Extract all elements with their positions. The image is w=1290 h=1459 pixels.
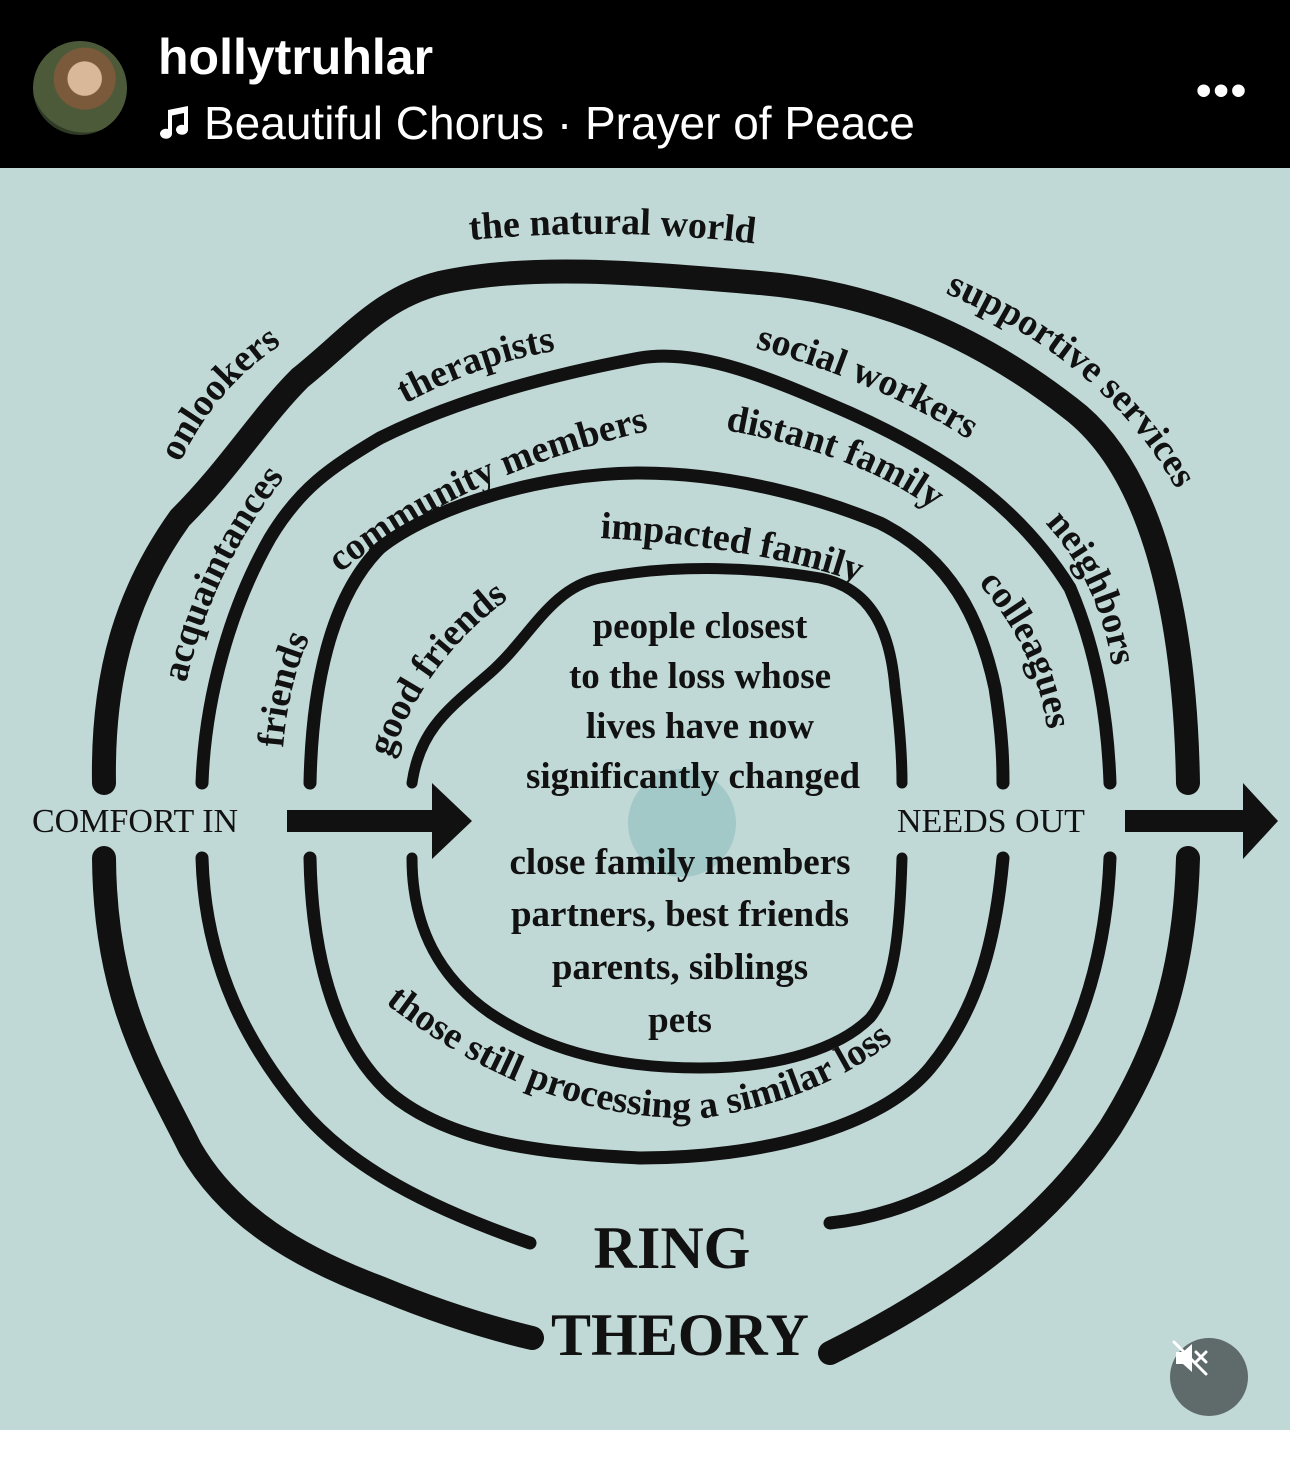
speaker-muted-icon — [1172, 1340, 1208, 1376]
center-text-top: people closest to the loss whose lives h… — [526, 606, 860, 797]
arrows — [287, 783, 1278, 859]
label-needs-out: NEEDS OUT — [897, 803, 1085, 840]
svg-text:partners, best friends: partners, best friends — [511, 894, 849, 935]
label-similar-loss: those still processing a similar loss — [380, 977, 899, 1128]
more-options-icon[interactable]: ••• — [1196, 66, 1249, 115]
ring-inner — [406, 563, 908, 789]
post-header: hollytruhlar Beautiful Chorus · Prayer o… — [0, 0, 1290, 168]
bottom-bar — [0, 1430, 1290, 1459]
username[interactable]: hollytruhlar — [158, 29, 434, 85]
ring-theory-diagram: the natural world onlookers supportive s… — [32, 201, 1278, 1368]
ring-two — [303, 466, 1010, 790]
center-text-bottom: close family members partners, best frie… — [509, 842, 850, 1041]
ring-outer-lower — [92, 846, 544, 1350]
title-ring: RING — [594, 1215, 751, 1281]
svg-text:lives have now: lives have now — [586, 706, 814, 747]
audio-track[interactable]: Beautiful Chorus · Prayer of Peace — [158, 96, 915, 150]
label-onlookers: onlookers — [150, 317, 286, 467]
label-comfort-in: COMFORT IN — [32, 803, 238, 840]
svg-text:to the loss whose: to the loss whose — [569, 656, 831, 697]
avatar[interactable] — [33, 41, 127, 135]
svg-text:parents, siblings: parents, siblings — [552, 947, 808, 988]
svg-text:people closest: people closest — [593, 606, 808, 647]
comfort-in-arrow-head — [432, 783, 472, 859]
needs-out-arrow-head — [1243, 783, 1278, 859]
tap-indicator — [628, 769, 736, 877]
label-natural-world: the natural world — [467, 201, 758, 253]
label-community-members: community members — [320, 399, 651, 580]
label-supportive-services: supportive services — [941, 263, 1205, 494]
svg-text:pets: pets — [648, 1000, 712, 1041]
ring-outer — [91, 259, 1200, 795]
title-theory: THEORY — [551, 1302, 809, 1368]
label-impacted-family: impacted family — [600, 505, 869, 591]
needs-out-arrow-shaft — [1125, 810, 1253, 832]
svg-text:significantly changed: significantly changed — [526, 756, 860, 797]
svg-text:close family members: close family members — [509, 842, 850, 883]
music-note-icon — [160, 106, 188, 139]
ring-three — [195, 349, 1117, 790]
comfort-in-arrow-shaft — [287, 810, 445, 832]
audio-track-label: Beautiful Chorus · Prayer of Peace — [204, 97, 915, 149]
post-image[interactable]: the natural world onlookers supportive s… — [0, 168, 1290, 1430]
mute-button[interactable] — [1170, 1338, 1248, 1416]
